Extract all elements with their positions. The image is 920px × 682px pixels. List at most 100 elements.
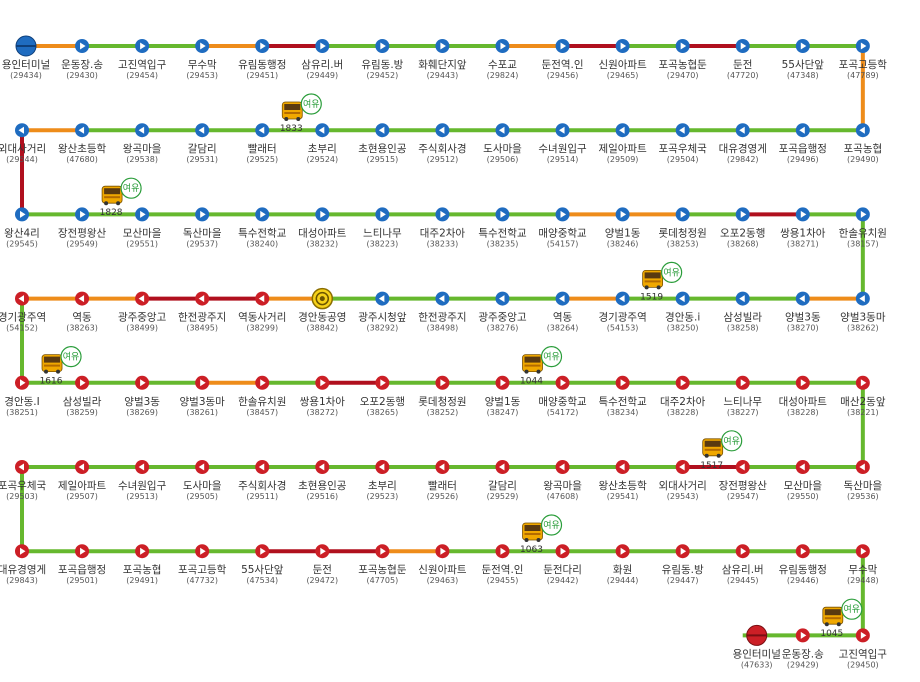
- bus-stop[interactable]: 경안동.i(38250): [665, 291, 700, 333]
- bus-stop[interactable]: 주식회사경(29512): [418, 123, 467, 164]
- bus-stop[interactable]: 제일아파트(29509): [598, 123, 647, 164]
- bus-stop[interactable]: 왕곡마을(29538): [123, 123, 162, 164]
- bus-stop[interactable]: 도사마을(29506): [483, 123, 522, 164]
- bus-stop[interactable]: 둔전(29472): [306, 544, 338, 585]
- bus-stop[interactable]: 모산마을(29550): [783, 460, 822, 501]
- bus-stop[interactable]: 역동사거리(38299): [238, 291, 286, 333]
- bus-stop[interactable]: 역동(38263): [66, 291, 98, 333]
- bus-stop[interactable]: 대주2차아(38228): [660, 375, 706, 417]
- bus-stop[interactable]: 역동(38264): [547, 291, 579, 333]
- bus-stop[interactable]: 한전광주지(38498): [418, 291, 467, 333]
- bus-stop[interactable]: 화원(29444): [607, 544, 639, 585]
- bus-stop[interactable]: 오포2동행(38268): [720, 207, 765, 248]
- bus-stop[interactable]: 초부리(29524): [306, 123, 338, 164]
- bus-stop[interactable]: 운동장.송(29429): [782, 628, 824, 669]
- bus-stop[interactable]: 유림동행정(29451): [238, 39, 286, 80]
- bus-stop[interactable]: 경안동공영(38842): [298, 287, 346, 333]
- bus-stop[interactable]: 빨래터(29525): [246, 123, 278, 164]
- bus-stop[interactable]: 둔전역.인(29456): [542, 39, 584, 80]
- bus-stop[interactable]: 삼유리.버(29445): [722, 544, 764, 585]
- bus-stop[interactable]: 광주시청앞(38292): [358, 291, 407, 333]
- bus-stop[interactable]: 오포2동행(38265): [360, 375, 405, 417]
- bus-stop[interactable]: 외대사거리(29543): [659, 460, 707, 501]
- bus-stop[interactable]: 매산2동앞(38221): [840, 375, 886, 417]
- bus-stop[interactable]: 무수막(29453): [186, 39, 218, 80]
- bus-stop[interactable]: 포곡고등학(47732): [178, 544, 227, 585]
- bus-stop[interactable]: 수녀원입구(29514): [538, 123, 587, 164]
- bus-stop[interactable]: 포곡농협둔(47705): [358, 544, 407, 585]
- bus-stop[interactable]: 유림동행정(29446): [779, 544, 827, 585]
- bus-stop[interactable]: 고진역입구(29450): [839, 628, 888, 669]
- bus-stop[interactable]: 경기광주역(54152): [0, 291, 46, 333]
- bus-stop[interactable]: 양벌3동(38269): [124, 375, 160, 417]
- bus-stop[interactable]: 주식회사경(29511): [238, 460, 286, 501]
- bus-stop[interactable]: 유림동.방(29452): [361, 39, 404, 80]
- bus-stop[interactable]: 대성아파트(38228): [779, 375, 828, 417]
- bus-stop[interactable]: 유림동.방(29447): [662, 544, 704, 585]
- bus-stop[interactable]: 독산마을(29537): [183, 207, 222, 248]
- bus-stop[interactable]: 갈담리(29529): [487, 460, 519, 501]
- bus-stop[interactable]: 포곡읍행정(29501): [58, 544, 106, 585]
- bus-stop[interactable]: 매양중학교(54172): [538, 375, 587, 417]
- bus-stop[interactable]: 수녀원입구(29513): [118, 460, 167, 501]
- bus-stop[interactable]: 독산마을(29536): [844, 460, 883, 501]
- bus-stop[interactable]: 양벌1동(38246): [605, 207, 641, 248]
- bus-stop[interactable]: 한솔유치원(38457): [238, 375, 286, 417]
- bus-stop[interactable]: 용인터미널(47633): [733, 624, 781, 669]
- bus-stop[interactable]: 포곡우체국(29504): [659, 123, 708, 164]
- bus-stop[interactable]: 외대사거리(29544): [0, 123, 46, 164]
- bus-stop[interactable]: 고진역입구(29454): [118, 39, 167, 80]
- bus-stop[interactable]: 둔전(47720): [727, 39, 759, 80]
- bus-stop[interactable]: 양벌3동(38270): [785, 291, 821, 333]
- bus-stop[interactable]: 갈담리(29531): [186, 123, 218, 164]
- bus-stop[interactable]: 신원아파트(29465): [598, 39, 647, 80]
- bus-stop[interactable]: 삼성빌라(38258): [723, 291, 762, 333]
- bus-stop[interactable]: 양벌3동마(38261): [180, 375, 226, 417]
- bus-stop[interactable]: 무수막(29448): [847, 544, 879, 585]
- bus-stop[interactable]: 장전평왕산(29549): [58, 207, 107, 248]
- bus-stop[interactable]: 왕산초등학(29541): [598, 460, 647, 501]
- bus-stop[interactable]: 느티나무(38227): [723, 375, 762, 417]
- bus-stop[interactable]: 특수전학교(38235): [478, 207, 527, 248]
- bus-stop[interactable]: 초현용인공(29516): [298, 460, 347, 501]
- bus-stop[interactable]: 왕산4리(29545): [4, 207, 40, 248]
- bus-stop[interactable]: 왕산초등학(47680): [58, 123, 107, 164]
- bus-stop[interactable]: 화훼단지앞(29443): [418, 39, 467, 80]
- bus-stop[interactable]: 55사단앞(47348): [782, 39, 825, 80]
- bus-stop[interactable]: 수포교(29824): [487, 39, 519, 80]
- bus-stop[interactable]: 롯데청정원(38253): [659, 207, 707, 248]
- bus-stop[interactable]: 양벌3동마(38262): [840, 291, 886, 333]
- bus-stop[interactable]: 포곡농협둔(29470): [659, 39, 708, 80]
- bus-stop[interactable]: 한전광주지(38495): [178, 291, 226, 333]
- bus-stop[interactable]: 경안동.I(38251): [4, 375, 40, 417]
- bus-stop[interactable]: 신원아파트(29463): [418, 544, 467, 585]
- bus-stop[interactable]: 제일아파트(29507): [58, 460, 107, 501]
- bus-stop[interactable]: 용인터미널(29434): [2, 35, 50, 80]
- bus-stop[interactable]: 광주중앙고(38276): [478, 291, 527, 333]
- bus-stop[interactable]: 55사단앞(47534): [241, 544, 284, 585]
- bus-stop[interactable]: 매양중학교(54157): [538, 207, 587, 248]
- bus-stop[interactable]: 경기광주역(54153): [598, 291, 647, 333]
- bus-stop[interactable]: 포곡농협(29490): [844, 123, 883, 164]
- bus-stop[interactable]: 포곡읍행정(29496): [779, 123, 827, 164]
- bus-stop[interactable]: 삼유리.버(29449): [301, 39, 343, 80]
- bus-stop[interactable]: 쌍용1차아(38272): [300, 375, 346, 417]
- bus-stop[interactable]: 양벌1동(38247): [485, 375, 521, 417]
- bus-stop[interactable]: 대유경영게(29842): [719, 123, 767, 164]
- bus-stop[interactable]: 쌍용1차아(38271): [780, 207, 826, 248]
- bus-stop[interactable]: 느티나무(38223): [363, 207, 402, 248]
- bus-stop[interactable]: 대성아파트(38232): [298, 207, 347, 248]
- bus-stop[interactable]: 대주2차아(38233): [420, 207, 466, 248]
- bus-stop[interactable]: 대유경영게(29843): [0, 544, 46, 585]
- bus-stop[interactable]: 둔전역.인(29455): [481, 544, 523, 585]
- bus-stop[interactable]: 삼성빌라(38259): [63, 375, 102, 417]
- bus-stop[interactable]: 초현용인공(29515): [358, 123, 407, 164]
- bus-stop[interactable]: 운동장.송(29430): [61, 39, 103, 80]
- bus-stop[interactable]: 한솔유치원(38157): [839, 207, 887, 248]
- bus-stop[interactable]: 빨래터(29526): [427, 460, 459, 501]
